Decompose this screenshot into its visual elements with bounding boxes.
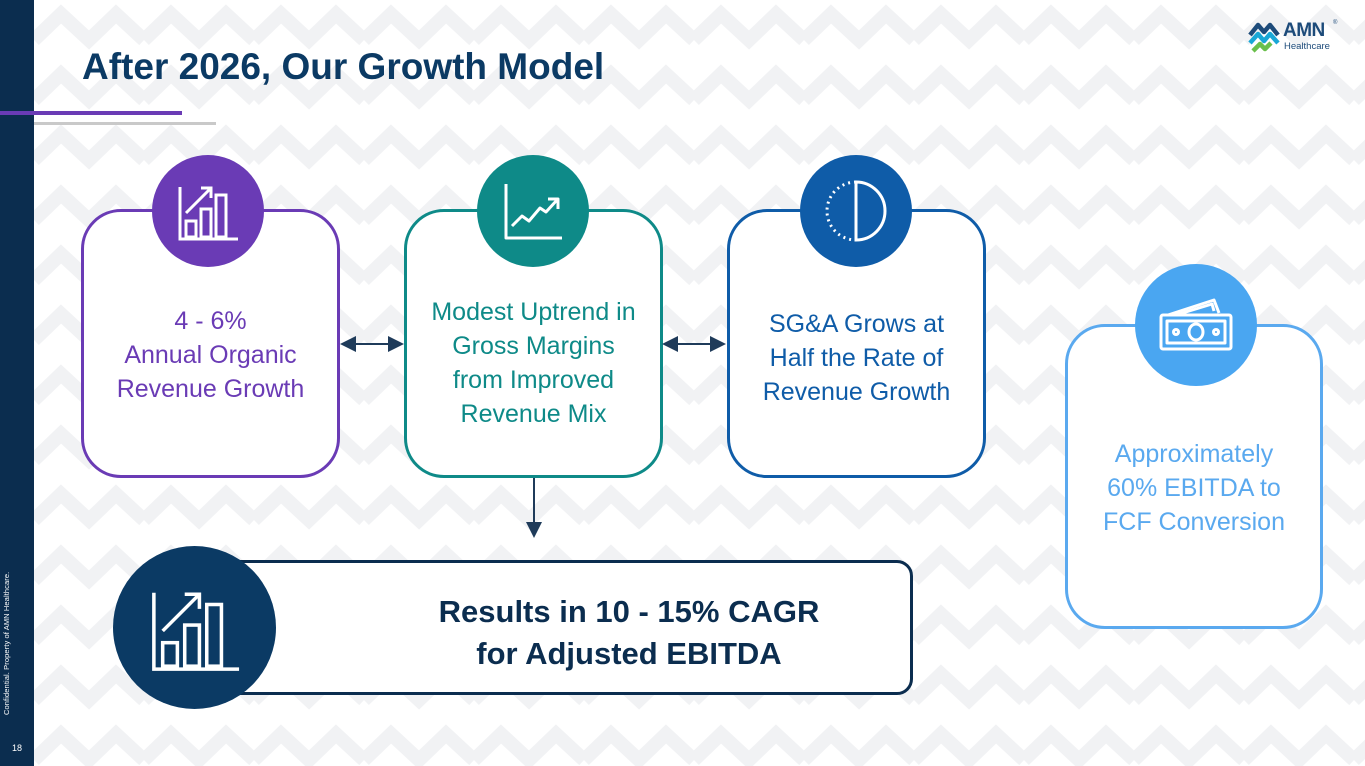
- result-icon-circle: [113, 546, 276, 709]
- card-3-line-2: Half the Rate of: [769, 344, 944, 372]
- card-1-line-1: 4 - 6%: [174, 307, 247, 335]
- card-2-icon-circle: [477, 155, 589, 267]
- card-2-line-1: Modest Uptrend in: [431, 298, 636, 326]
- card-1-line-2: Annual Organic: [124, 341, 297, 369]
- card-2-line-3: from Improved: [452, 366, 615, 394]
- page-title: After 2026, Our Growth Model: [82, 46, 605, 87]
- side-bar: Confidential. Property of AMN Healthcare…: [0, 0, 34, 766]
- company-logo: AMN ® Healthcare: [1247, 20, 1347, 56]
- logo-subtitle: Healthcare: [1284, 41, 1330, 52]
- card-4-icon-circle: [1135, 264, 1257, 386]
- cash-icon: [1159, 298, 1233, 351]
- card-3-line-1: SG&A Grows at: [768, 310, 945, 338]
- result-line-1: Results in 10 - 15% CAGR: [438, 594, 820, 629]
- card-3-line-3: Revenue Growth: [762, 378, 951, 406]
- card-4-line-1: Approximately: [1114, 440, 1274, 468]
- card-4-line-3: FCF Conversion: [1103, 508, 1285, 536]
- card-2-line-2: Gross Margins: [452, 332, 615, 360]
- title-underline-gray: [34, 122, 216, 125]
- card-3-icon-circle: [800, 155, 912, 267]
- card-gross-margin-uptrend: Modest Uptrend in Gross Margins from Imp…: [404, 209, 663, 478]
- result-box: Results in 10 - 15% CAGR for Adjusted EB…: [195, 560, 913, 695]
- confidential-notice: Confidential. Property of AMN Healthcare…: [2, 571, 11, 715]
- logo-registered-mark: ®: [1333, 20, 1338, 26]
- logo-name: AMN: [1283, 20, 1325, 41]
- half-circle-icon: [825, 180, 887, 242]
- result-line-2: for Adjusted EBITDA: [476, 636, 782, 671]
- growth-bar-chart-icon: [151, 591, 239, 671]
- card-2-line-4: Revenue Mix: [460, 400, 607, 428]
- card-1-icon-circle: [152, 155, 264, 267]
- title-underline-accent: [0, 111, 182, 115]
- line-uptrend-icon: [504, 184, 562, 240]
- growth-bar-chart-icon: [178, 186, 238, 241]
- amn-logo-mark-icon: [1248, 22, 1280, 53]
- card-4-line-2: 60% EBITDA to: [1107, 474, 1281, 502]
- card-1-line-3: Revenue Growth: [116, 375, 305, 403]
- page-number: 18: [11, 743, 22, 753]
